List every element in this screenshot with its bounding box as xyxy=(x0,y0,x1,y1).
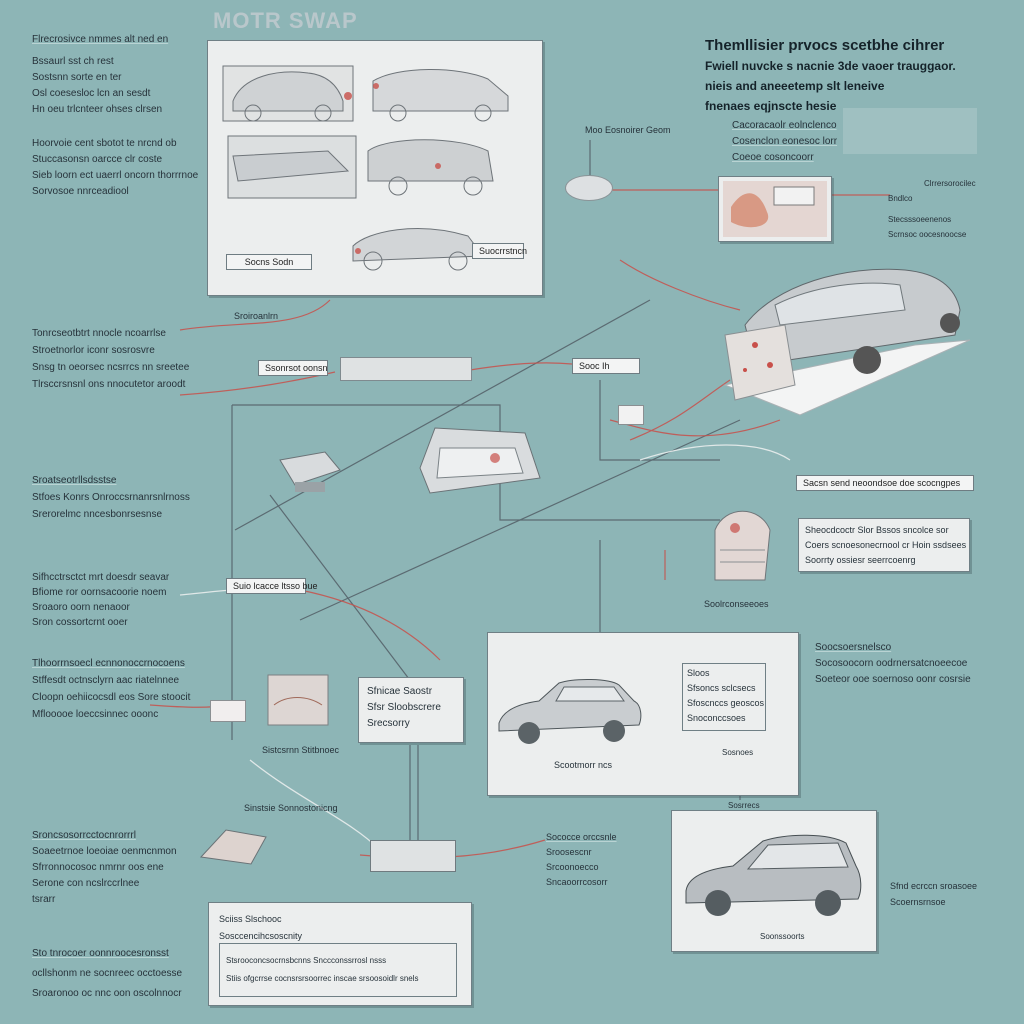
lower-mid-list: Sococce orccsnle Sroosescnr Srcoonoecco … xyxy=(546,832,617,887)
bottom-info-box: Sciiss Slschooc Sosccencihcsoscnity Stsr… xyxy=(208,902,472,1006)
connector-notes: Clrrersorocilec Bndlco Stecsssoeenenos S… xyxy=(888,179,976,239)
sketch-callout: Suocrrstncn xyxy=(472,243,527,259)
lower-right-list: Sfnd ecrccn sroasoee Scoernsrnsoe xyxy=(890,881,978,907)
sedan-sketch-icon xyxy=(222,65,509,271)
sedan-panel: Sloos Sfsoncs sclcsecs Sfoscnccs geoscos… xyxy=(487,632,799,796)
hatch-caption: Soonssoorts xyxy=(760,932,805,941)
hatchback-panel: Soonssoorts xyxy=(671,810,877,952)
left-mid-connector: Suio lcacce ltsso bue xyxy=(226,578,318,594)
page-title: MOTR SWAP xyxy=(213,8,358,33)
right-caption: Soolrconseeoes xyxy=(704,599,769,609)
relay-icon xyxy=(618,405,644,425)
sketch-panel xyxy=(207,40,543,296)
sensor-icon xyxy=(210,700,246,722)
headline-line: nieis and aneeetemp slt leneive xyxy=(705,79,885,93)
headline-line: Fwiell nuvcke s nacnie 3de vaoer traugga… xyxy=(705,59,956,73)
sedan-sketch-icon xyxy=(498,679,642,744)
ecu-box: Sfnicae Saostr Sfsr Sloobscrere Srecsorr… xyxy=(358,677,464,743)
left-notes-4: Sroatseotrllsdsstse Stfoes Konrs Onroccs… xyxy=(32,475,190,520)
left-notes-6: Tlhoorrnsoecl ecnnonoccrnocoens Stffesdt… xyxy=(32,658,191,720)
conn-box: Sooc Ih xyxy=(572,358,640,374)
connector-icon xyxy=(565,175,613,201)
right-info-box: Sheocdcoctr Slor Bssos sncolce sor Coers… xyxy=(798,518,970,572)
top-right-placeholder xyxy=(843,108,977,154)
right-header: Sacsn send neoondsoe doe scocngpes xyxy=(796,475,974,491)
sedan-tag: Sosnoes xyxy=(722,748,754,757)
wiring-harness-icon xyxy=(340,357,472,381)
harness-connector: Ssonrsot oonsn xyxy=(258,360,328,376)
connector-icon xyxy=(199,829,267,865)
engine-compartment-icon xyxy=(419,427,541,494)
left-notes-5: Sifhcctrsctct mrt doesdr seavar Bfiome r… xyxy=(32,572,170,628)
engine-bay-photo xyxy=(718,176,832,242)
top-connector-label: Moo Eosnoirer Geom xyxy=(585,125,671,135)
headline-line: Themllisier prvocs scetbhe cihrer xyxy=(705,37,945,54)
headline: Themllisier prvocs scetbhe cihrer Fwiell… xyxy=(705,36,956,116)
sedan-spec-box: Sloos Sfsoncs sclcsecs Sfoscnccs geoscos… xyxy=(682,663,766,731)
mid-right-list: Soocsoersnelsco Socosoocorn oodrnersatcn… xyxy=(815,642,971,685)
ecu-caption: Sistcsrnn Stitbnoec xyxy=(262,745,340,755)
sedan-caption: Scootmorr ncs xyxy=(554,760,613,770)
sedan-tag-2: Sosrrecs xyxy=(728,801,760,810)
list-item: Cosenclon eonesoc lorr xyxy=(732,136,838,147)
engine-bay-icon xyxy=(723,181,827,237)
left-notes-1: Flrecrosivce nmmes alt ned en Bssaurl ss… xyxy=(32,34,169,115)
lower-label: Sinstsie Sonnostonicng xyxy=(244,803,338,813)
bottom-inner-box: Stsrooconcsocrnsbcnns Snccconssrrosl nss… xyxy=(219,943,457,997)
left-notes-3: Tonrcseotbtrt nnocle ncoarrlse Stroetnor… xyxy=(32,328,190,390)
top-right-list: Cacoracaolr eolnclenco Cosenclon eonesoc… xyxy=(732,118,837,166)
mid-label: Sroiroanlrn xyxy=(234,311,279,321)
left-notes-2: Hoorvoie cent sbotot te nrcnd ob Stuccas… xyxy=(32,138,199,197)
transmission-label: Socns Sodn xyxy=(226,254,312,270)
headline-line: fnenaes eqjnscte hesie xyxy=(705,99,837,113)
transmission-icon xyxy=(714,510,771,581)
engine-cover-icon xyxy=(267,674,329,726)
ecu-module-icon xyxy=(279,451,341,492)
left-notes-8: Sto tnrocoer oonnroocesronsst ocllshonm … xyxy=(32,948,183,999)
list-item: Coeoe cosoncoorr xyxy=(732,152,814,163)
left-notes-7: Sroncsosorrcctocnrorrrl Soaeetrnoe loeoi… xyxy=(32,830,177,905)
engine-block-icon xyxy=(723,268,971,416)
module-icon xyxy=(370,840,456,872)
list-item: Cacoracaolr eolnclenco xyxy=(732,120,837,131)
hatchback-icon xyxy=(685,834,862,916)
